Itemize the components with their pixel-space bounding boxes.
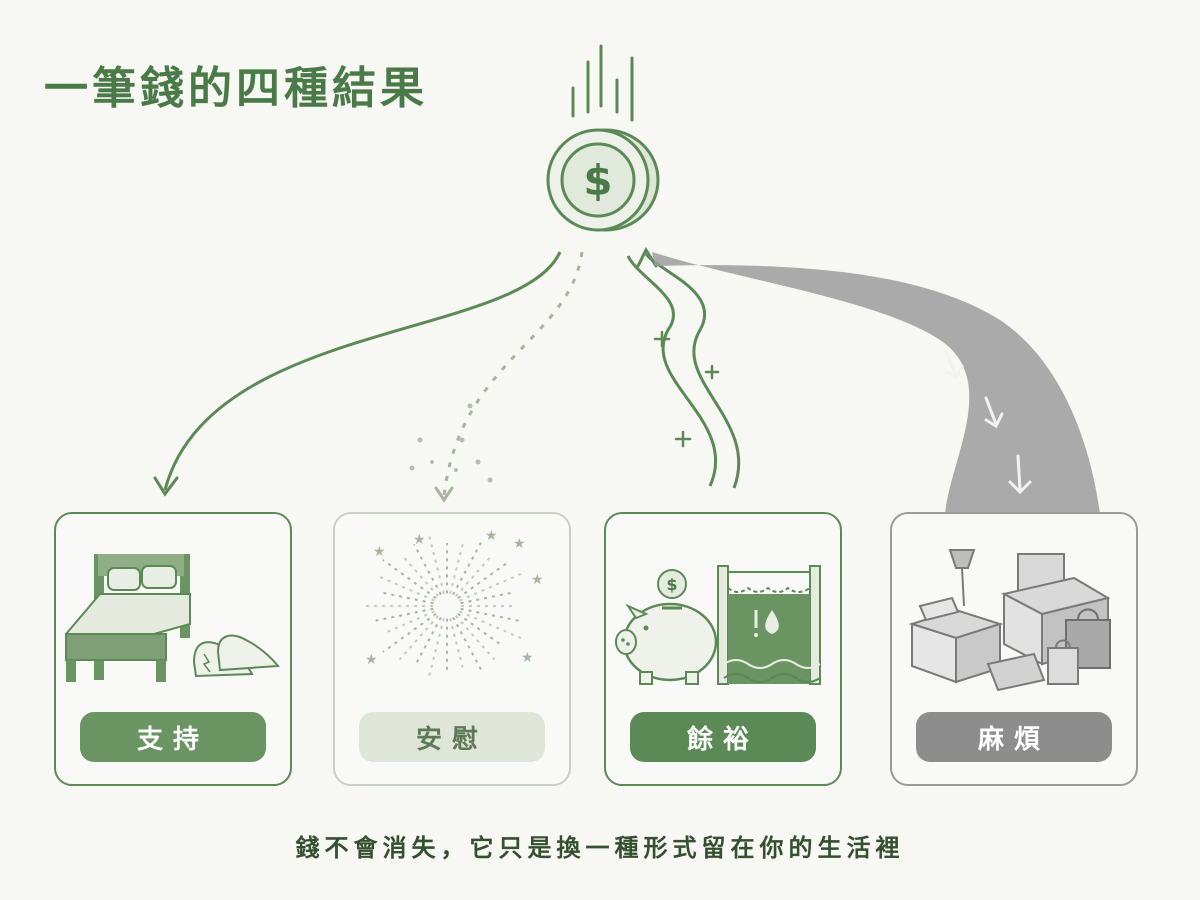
coin-symbol: $ <box>583 156 612 205</box>
footer-caption: 錢不會消失，它只是換一種形式留在你的生活裡 <box>295 834 905 862</box>
outcome-label-trouble: 麻煩 <box>916 712 1112 762</box>
coin-icon: $ <box>546 128 660 232</box>
page-title: 一筆錢的四種結果 <box>44 63 428 114</box>
pile-of-stuff-icon <box>908 549 1111 692</box>
outcome-label-surplus: 餘裕 <box>630 712 816 762</box>
flow-diagram: $ <box>153 44 1100 514</box>
svg-text:★: ★ <box>485 528 498 544</box>
svg-text:★: ★ <box>373 544 386 560</box>
outcome-card-support: 支持 <box>54 512 292 786</box>
arrow-from-surplus <box>626 253 741 489</box>
svg-text:★: ★ <box>365 652 378 668</box>
road-to-trouble <box>652 252 1100 514</box>
outcome-card-comfort: ★ ★ ★ ★ ★ ★ ★ 安慰 <box>333 512 571 786</box>
outcome-card-surplus: $ 餘裕 <box>604 512 842 786</box>
sparkle-icon <box>653 330 720 448</box>
arrow-to-comfort <box>442 251 584 497</box>
outcome-label-comfort: 安慰 <box>359 712 545 762</box>
arrow-to-support <box>163 251 562 491</box>
outcome-label-support: 支持 <box>80 712 266 762</box>
piggy-bank-and-reservoir-icon: $ <box>615 565 821 685</box>
svg-text:★: ★ <box>531 572 544 588</box>
piggy-coin-symbol: $ <box>666 575 677 594</box>
svg-text:★: ★ <box>513 536 526 552</box>
falling-streaks <box>571 44 634 122</box>
outcome-card-trouble: 麻煩 <box>890 512 1138 786</box>
fireworks-icon: ★ ★ ★ ★ ★ ★ ★ <box>365 528 544 679</box>
bed-and-sneakers-icon <box>64 554 280 682</box>
svg-text:★: ★ <box>413 532 426 548</box>
road-arrows <box>944 350 1032 495</box>
sparkle-dots <box>409 403 493 483</box>
svg-text:★: ★ <box>521 650 534 666</box>
